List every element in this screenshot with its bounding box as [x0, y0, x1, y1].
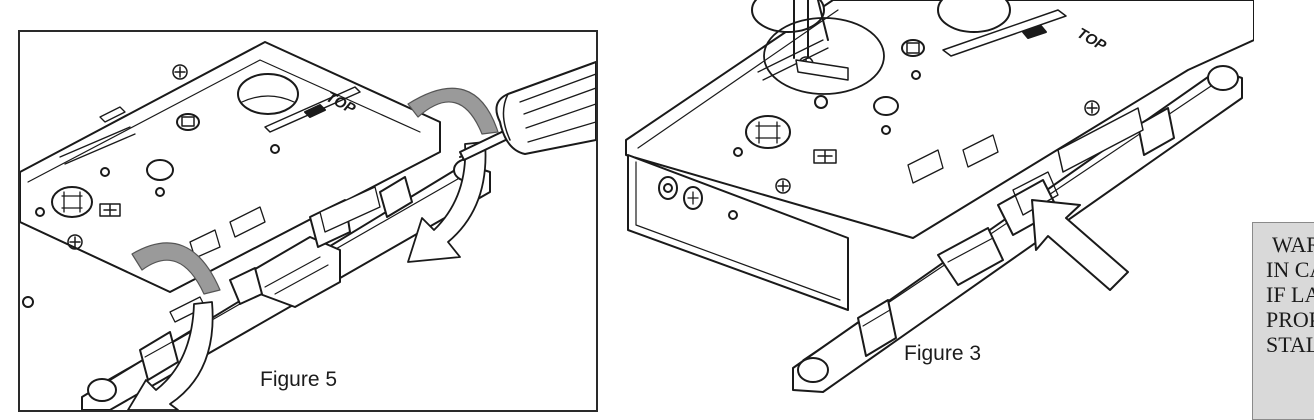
faceplate-clip-right: [379, 176, 413, 218]
rotate-arrow-bottom: [407, 141, 487, 263]
faceplate-screw-hole-left: [87, 378, 117, 402]
rotate-arrow-left-top: [131, 242, 221, 295]
rotate-arrow-top: [407, 87, 499, 135]
hub-opening-left: [751, 0, 825, 33]
screw-3: [99, 203, 121, 217]
figure-5-caption: Figure 5: [256, 368, 342, 392]
figure-3-panel: TOP Figure 3: [618, 0, 1254, 400]
screw-4: [1084, 100, 1100, 116]
screwdriver-shaft: [793, 0, 829, 59]
detail-circle: [763, 17, 885, 95]
small-hole-1: [270, 144, 280, 154]
push-arrow: [1031, 199, 1129, 291]
screw-3: [813, 149, 837, 164]
latch-bolt: [937, 227, 1004, 286]
figure-3-drawing: TOP: [625, 0, 1254, 393]
figure-3-caption: Figure 3: [900, 342, 986, 366]
hub-opening: [237, 73, 299, 115]
screw-2: [67, 234, 83, 250]
lower-hub: [51, 186, 93, 218]
cylinder-hole: [146, 159, 174, 181]
warning-line: WARNING: [1272, 232, 1314, 257]
faceplate-clip-left: [857, 299, 897, 357]
warning-line: PROPERLY: [1266, 307, 1314, 332]
warning-line: IN CAN C: [1266, 257, 1314, 282]
screw-2: [775, 178, 791, 194]
rotate-arrow-left-bottom: [127, 301, 214, 410]
lower-hub: [745, 115, 791, 149]
figure-5-panel: TOP Figure 5: [18, 30, 598, 412]
faceplate-clip-right: [1137, 107, 1175, 156]
figure-5-drawing: TOP: [20, 41, 596, 410]
screw-1: [172, 64, 188, 80]
warning-line: IF LATCH: [1266, 282, 1314, 307]
warning-box: WARNING IN CAN C IF LATCH PROPERLY STALL…: [1252, 222, 1314, 420]
faceplate-screw-hole-left: [797, 357, 829, 383]
lock-case-inner-edge: [27, 59, 421, 183]
faceplate-screw-hole-right: [1207, 65, 1239, 91]
lock-case-side-wall: [627, 154, 849, 311]
hub-opening-right: [937, 0, 1011, 33]
top-slot: [942, 9, 1067, 57]
top-slot: [264, 86, 361, 133]
cylinder-hole: [873, 96, 899, 116]
warning-line: STALLED: [1266, 332, 1314, 357]
screwdriver-handle: [495, 61, 596, 155]
